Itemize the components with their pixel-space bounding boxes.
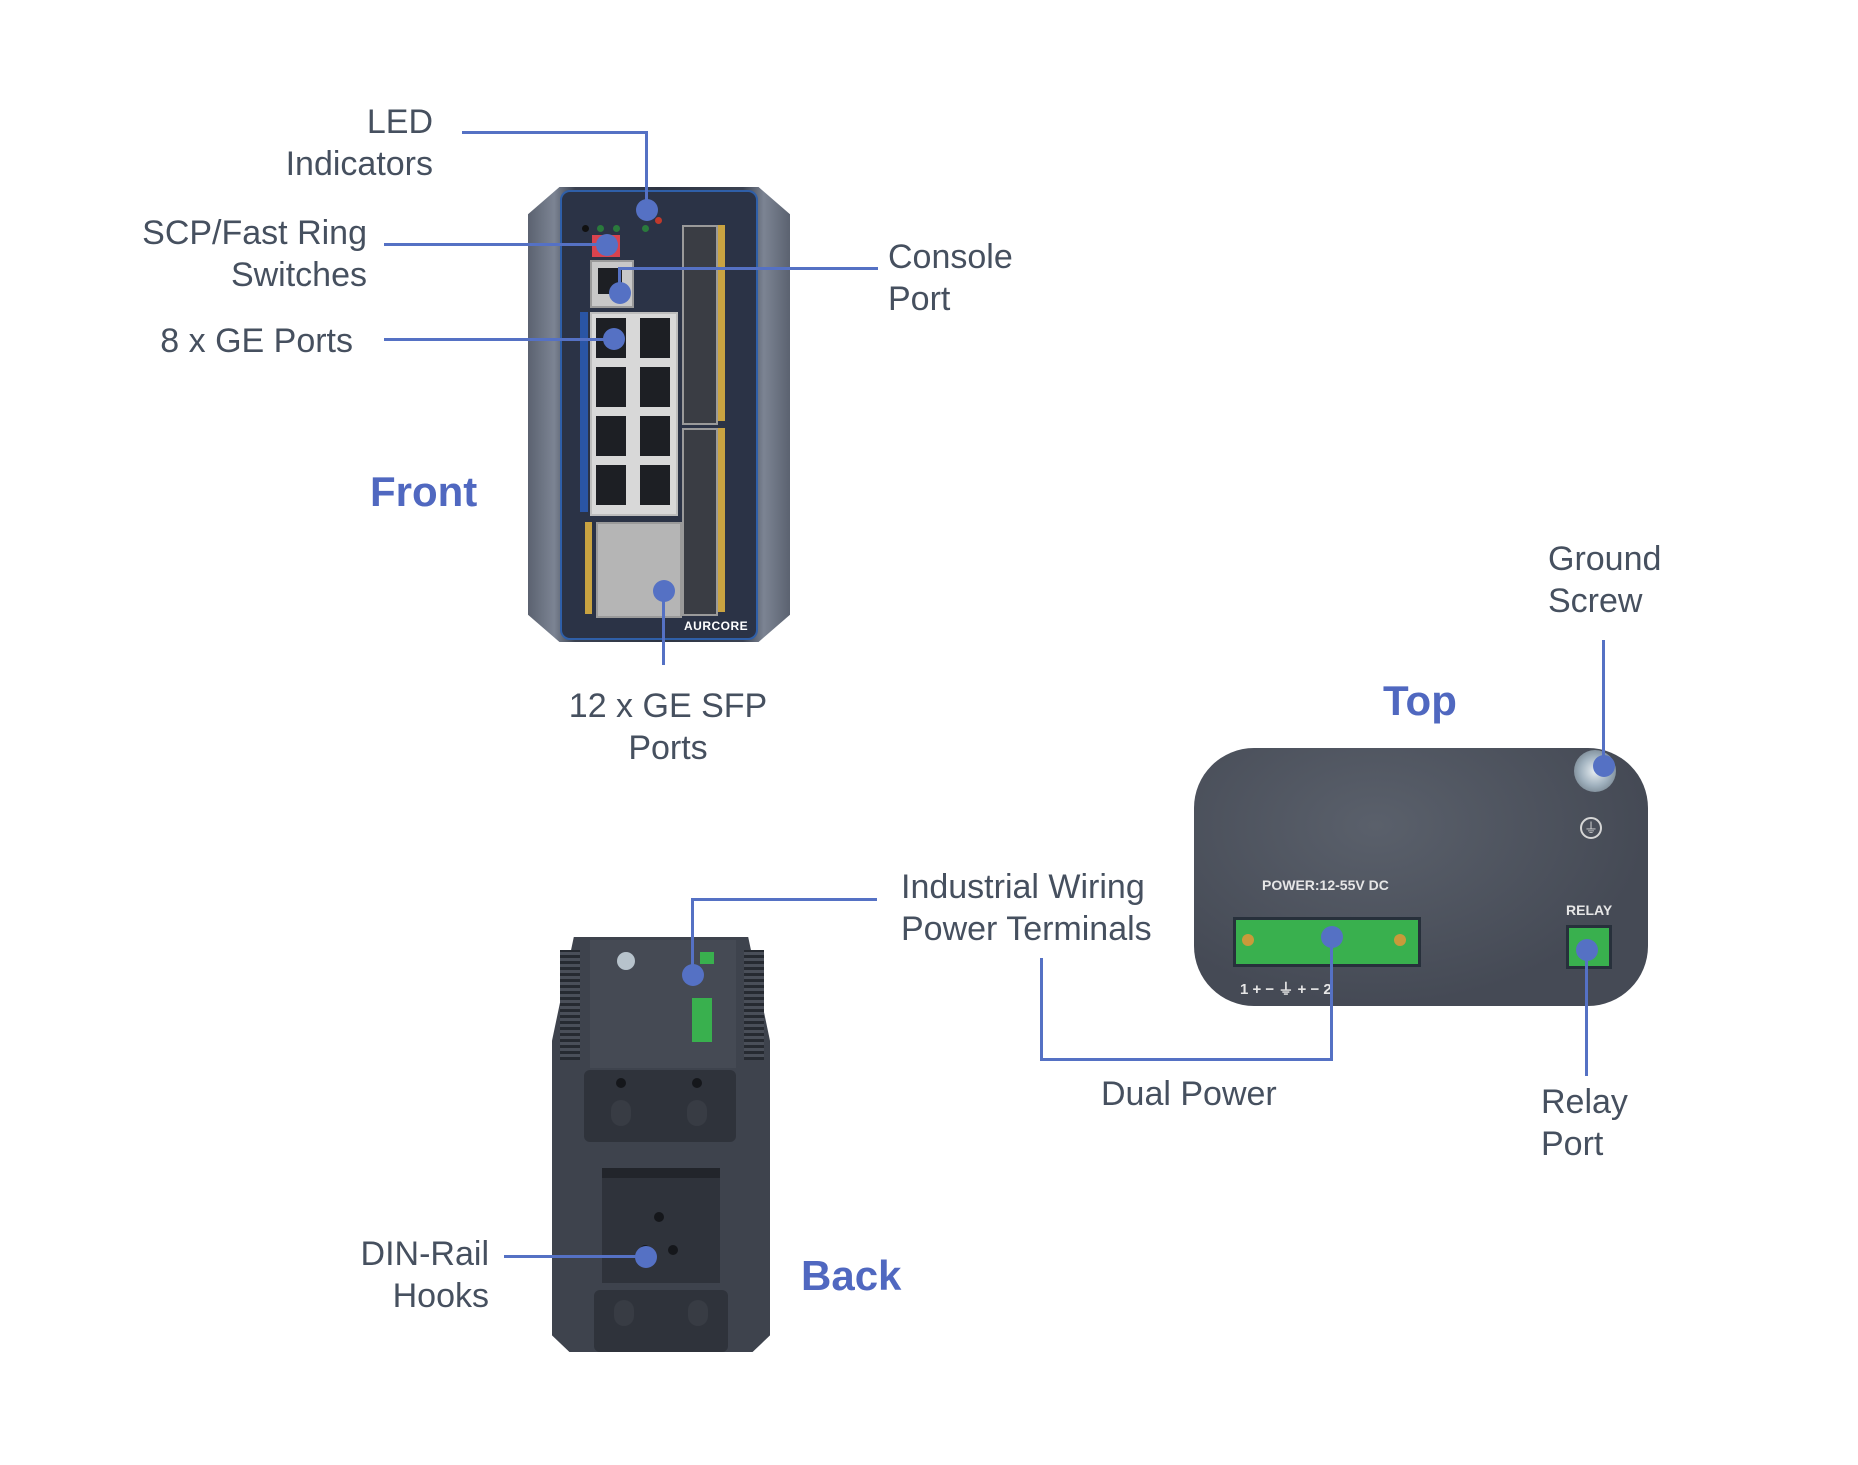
line-ge-ports: [384, 338, 612, 341]
label-scp-fast-ring: SCP/Fast Ring Switches: [142, 214, 367, 294]
led-sys: [597, 225, 604, 232]
label-led-indicators: LED Indicators: [285, 103, 433, 183]
line-led-v: [645, 131, 648, 211]
keyhole-3: [614, 1300, 634, 1326]
relay-label: RELAY: [1566, 902, 1613, 918]
dot-wiring: [682, 964, 704, 986]
dot-console: [609, 282, 631, 304]
rj45-port-5[interactable]: [596, 416, 626, 456]
line-console-v: [618, 267, 621, 291]
mount-plate-top: [584, 1070, 736, 1142]
line-dual-v-right: [1330, 935, 1333, 1061]
led-reset: [582, 225, 589, 232]
line-sfp-v: [662, 585, 665, 665]
dot-dual-power: [1321, 926, 1343, 948]
label-console-port: Console Port: [888, 238, 1013, 318]
rj45-port-6[interactable]: [640, 416, 670, 456]
label-din-rail: DIN-Rail Hooks: [360, 1235, 489, 1315]
label-ground-screw: Ground Screw: [1548, 540, 1662, 620]
rj45-port-2[interactable]: [640, 318, 670, 358]
view-title-back: Back: [801, 1252, 902, 1299]
terminal-screw-1: [1242, 934, 1254, 946]
terminal-screw-2: [1394, 934, 1406, 946]
din-screw-3: [668, 1245, 678, 1255]
keyhole-4: [688, 1300, 708, 1326]
line-wiring-h: [691, 898, 877, 901]
dot-scp: [596, 234, 618, 256]
line-led-h: [462, 131, 648, 134]
dot-ground: [1593, 755, 1615, 777]
back-relay-terminal: [700, 952, 714, 964]
terminal-markings: 1 + − ⏚ + − 2: [1240, 981, 1332, 998]
back-ground-screw: [617, 952, 635, 970]
rj45-port-7[interactable]: [596, 465, 626, 505]
label-ge-ports: 8 x GE Ports: [160, 322, 353, 360]
dot-led: [636, 199, 658, 221]
sfp-label-strip-top: [718, 225, 725, 421]
din-rail-clip[interactable]: [602, 1168, 720, 1283]
dot-din: [635, 1246, 657, 1268]
vent-left: [560, 950, 580, 1060]
line-wiring-v: [691, 898, 694, 972]
led-poe: [655, 217, 662, 224]
led-pwr: [613, 225, 620, 232]
line-dual-h: [1040, 1058, 1333, 1061]
power-terminal-block[interactable]: [1233, 917, 1421, 967]
port-number-strip: [580, 312, 588, 512]
keyhole-2: [687, 1100, 707, 1126]
sfp-ports-13-16[interactable]: [682, 225, 718, 425]
label-relay-port: Relay Port: [1541, 1083, 1628, 1163]
rj45-port-8[interactable]: [640, 465, 670, 505]
sfp-ports-17-20[interactable]: [682, 428, 718, 616]
dot-sfp: [653, 580, 675, 602]
relay-terminal[interactable]: [1566, 925, 1612, 969]
led-ds: [642, 225, 649, 232]
dot-relay: [1576, 939, 1598, 961]
keyhole-1: [611, 1100, 631, 1126]
dot-ge-ports: [603, 328, 625, 350]
din-screw-1: [654, 1212, 664, 1222]
ground-symbol-icon: ⏚: [1580, 817, 1602, 839]
line-din: [504, 1255, 644, 1258]
mount-hole-1: [616, 1078, 626, 1088]
rj45-port-4[interactable]: [640, 367, 670, 407]
rj45-port-3[interactable]: [596, 367, 626, 407]
mount-hole-2: [692, 1078, 702, 1088]
mount-plate-bottom: [594, 1290, 728, 1352]
back-top-surface: [590, 940, 736, 1068]
label-sfp-ports: 12 x GE SFP Ports: [568, 687, 768, 767]
sfp-ports-9-12[interactable]: [596, 522, 682, 618]
line-ground: [1602, 640, 1605, 765]
label-dual-power: Dual Power: [1101, 1075, 1277, 1113]
line-relay: [1585, 948, 1588, 1076]
power-label: POWER:12-55V DC: [1262, 877, 1389, 893]
back-power-terminal: [692, 998, 712, 1042]
brand-logo: AURCORE: [684, 619, 749, 633]
vent-right: [744, 950, 764, 1060]
line-scp: [384, 243, 606, 246]
sfp-label-strip-bottom: [718, 428, 725, 612]
sfp-label-strip-left: [585, 522, 592, 614]
label-industrial-wiring: Industrial Wiring Power Terminals: [901, 868, 1152, 948]
line-dual-v-left: [1040, 958, 1043, 1061]
view-title-top: Top: [1383, 677, 1457, 724]
view-title-front: Front: [370, 468, 478, 515]
line-console-h: [620, 267, 878, 270]
